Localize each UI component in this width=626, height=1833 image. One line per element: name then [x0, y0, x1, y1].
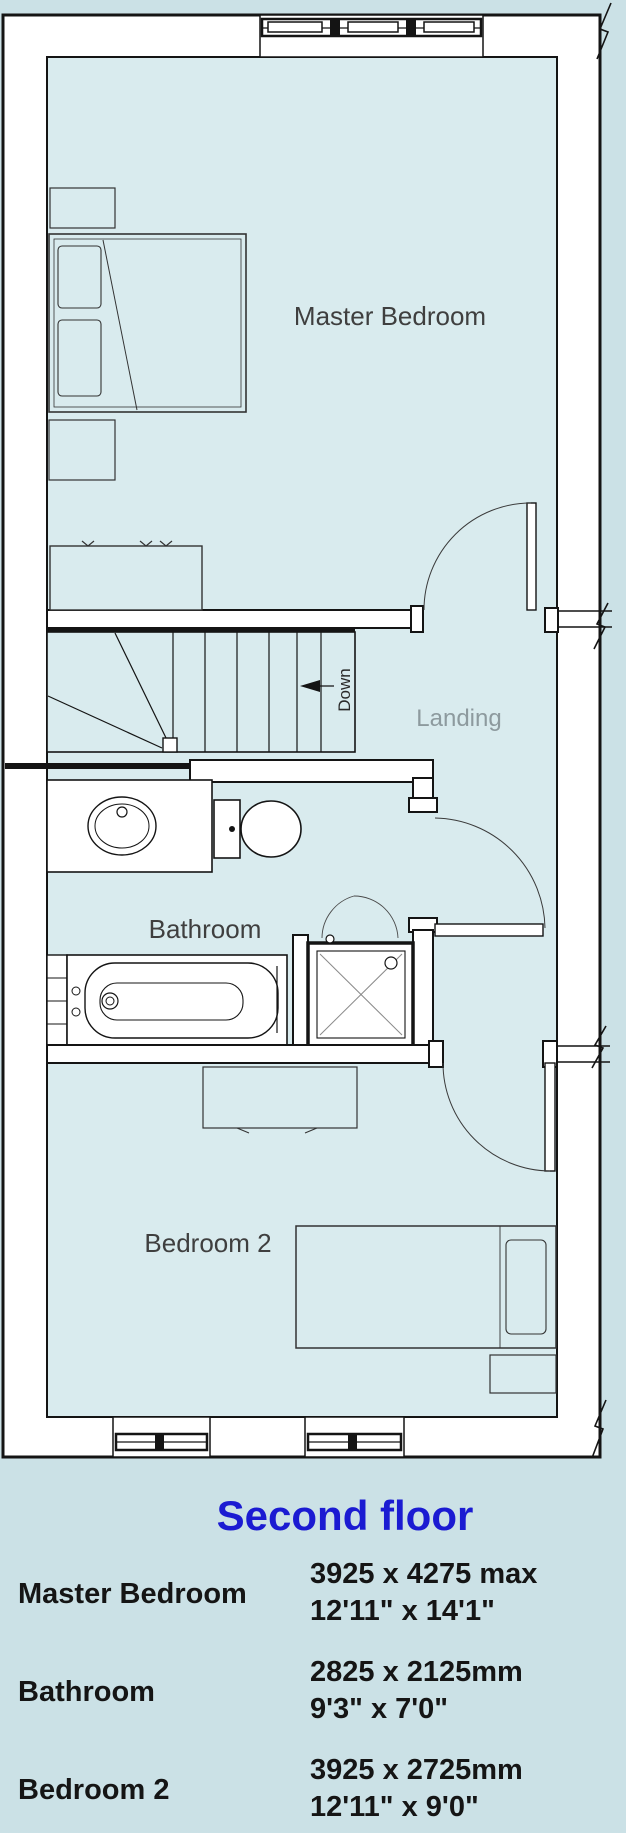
bathroom-walls: [189, 759, 438, 1048]
break-marks: [591, 2, 612, 1459]
legend-room-dimensions: 2825 x 2125mm 9'3" x 7'0": [310, 1654, 523, 1728]
dimension-imperial: 12'11" x 9'0": [310, 1791, 479, 1823]
window-bottom-right: [304, 1416, 405, 1458]
stair-newel: [162, 737, 178, 753]
window-top: [259, 14, 484, 58]
shower-head-icon: [384, 956, 398, 970]
dimension-metric: 2825 x 2125mm: [310, 1656, 523, 1688]
bathroom-door: [434, 817, 546, 937]
door-leaf: [526, 502, 537, 611]
break-mark-icon: [591, 1399, 607, 1459]
door-jamb: [408, 797, 438, 813]
winder-tread-line: [114, 632, 169, 743]
door-swing-arc: [423, 502, 532, 611]
room-label-bedroom2: Bedroom 2: [144, 1228, 271, 1258]
room-label-bathroom: Bathroom: [149, 914, 262, 944]
dimension-imperial: 12'11" x 14'1": [310, 1595, 495, 1627]
legend-room-name: Bedroom 2: [18, 1773, 170, 1806]
hanger-mark-icon: [81, 540, 95, 547]
break-mark-icon: [596, 2, 612, 60]
legend-room-name: Bathroom: [18, 1675, 155, 1708]
wardrobe: [49, 545, 203, 611]
room-label-master: Master Bedroom: [294, 301, 486, 331]
floor-plan: Down: [1, 2, 612, 1459]
door-swing-arc: [434, 817, 546, 929]
staircase: [5, 628, 356, 769]
master-bedroom-door: [423, 502, 537, 611]
legend-row-bathroom: Bathroom 2825 x 2125mm 9'3" x 7'0": [0, 1654, 626, 1730]
floor-plan-svg: Down: [1, 2, 612, 1459]
bedroom2-door: [442, 1062, 556, 1172]
toilet-cistern: [213, 799, 241, 859]
bathroom-toilet: [213, 799, 302, 859]
shower: [306, 895, 415, 1049]
legend-room-dimensions: 3925 x 4275 max 12'11" x 14'1": [310, 1556, 537, 1630]
legend-row-bedroom-2: Bedroom 2 3925 x 2725mm 12'11" x 9'0": [0, 1752, 626, 1828]
stairs-down-label: Down: [335, 668, 354, 711]
dresser: [202, 1066, 358, 1129]
down-arrow-icon: [300, 680, 320, 692]
bathroom-sink: [46, 779, 213, 873]
door-jamb: [410, 605, 424, 633]
door-leaf: [544, 1062, 556, 1172]
faucet-icon: [116, 806, 128, 818]
pillow: [57, 245, 102, 309]
legend-room-dimensions: 3925 x 2725mm 12'11" x 9'0": [310, 1752, 523, 1826]
nightstand: [49, 187, 116, 229]
door-leaf: [434, 923, 544, 937]
nightstand: [48, 419, 116, 481]
break-mark-icon: [591, 1025, 607, 1069]
window-bottom-left: [112, 1416, 211, 1458]
hanger-mark-icon: [139, 540, 153, 547]
stairs-down-indicator: Down: [300, 668, 354, 712]
pillow: [57, 319, 102, 397]
shower-door-arc: [321, 895, 355, 939]
dimension-metric: 3925 x 4275 max: [310, 1558, 538, 1590]
hanger-mark-icon: [159, 540, 173, 547]
toilet-bowl: [240, 800, 302, 858]
master-furniture: [48, 187, 247, 611]
room-label-landing: Landing: [416, 705, 501, 732]
door-jamb: [428, 1040, 444, 1068]
nightstand: [489, 1354, 557, 1394]
shower-door-arc: [353, 895, 399, 939]
dimension-imperial: 9'3" x 7'0": [310, 1693, 449, 1725]
floor-title: Second floor: [216, 1492, 474, 1539]
break-mark-icon: [593, 602, 609, 650]
winder-tread-line: [47, 695, 163, 749]
bathtub: [46, 954, 288, 1048]
dimension-metric: 3925 x 2725mm: [310, 1754, 523, 1786]
legend-row-master-bedroom: Master Bedroom 3925 x 4275 max 12'11" x …: [0, 1556, 626, 1632]
bedroom2-wall: [46, 1040, 610, 1068]
door-swing-arc: [442, 1062, 551, 1172]
pillow: [505, 1239, 547, 1335]
bedroom2-furniture: [202, 1066, 557, 1394]
bed-sheet-fold: [102, 239, 138, 411]
bath-shower-stub-wall: [292, 934, 309, 1048]
legend-room-name: Master Bedroom: [18, 1577, 247, 1610]
door-jamb: [544, 607, 559, 633]
